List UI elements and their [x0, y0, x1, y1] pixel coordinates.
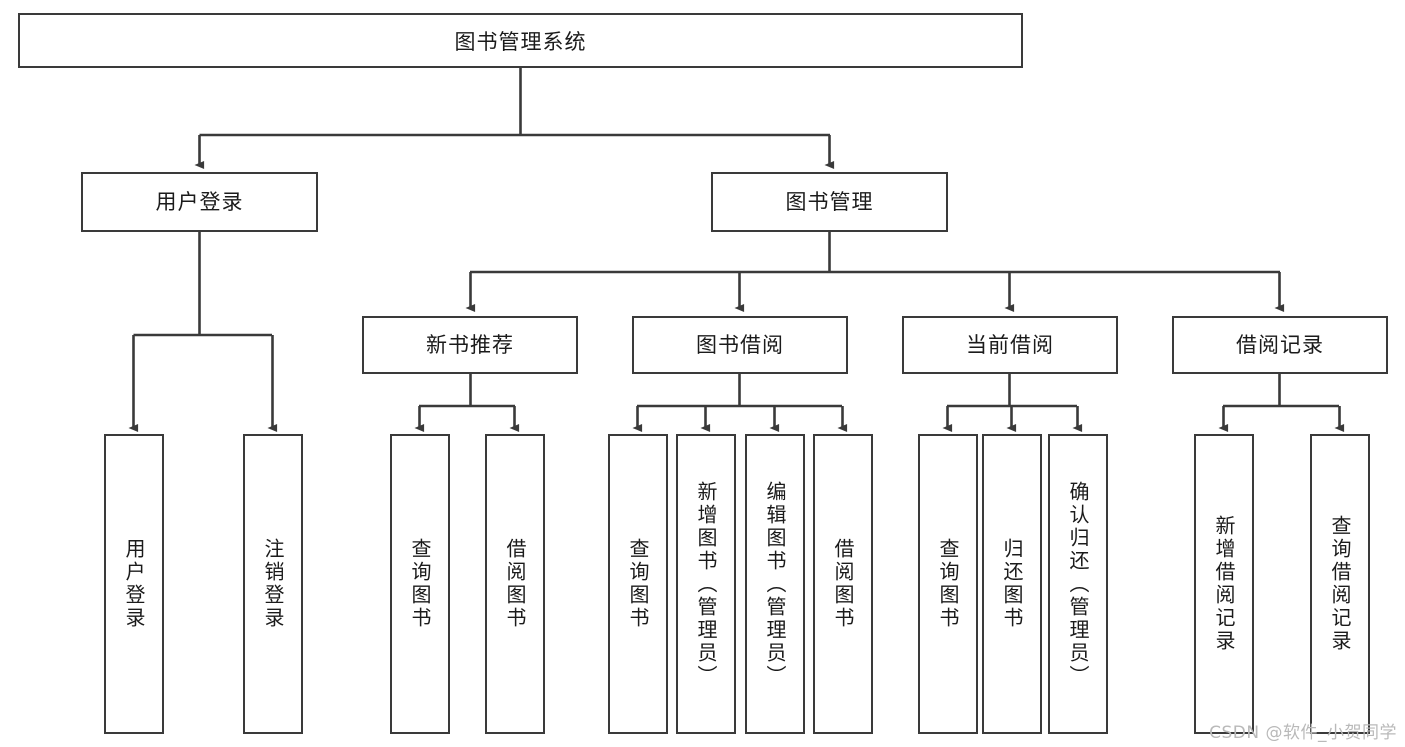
- node-label: 归还图书: [1000, 538, 1024, 630]
- node-user-login[interactable]: 用户登录: [81, 172, 318, 232]
- node-current-borrow[interactable]: 当前借阅: [902, 316, 1118, 374]
- node-label: 借阅图书: [831, 538, 855, 630]
- node-book-manage[interactable]: 图书管理: [711, 172, 948, 232]
- node-leaf-borrow-book-recommend[interactable]: 借阅图书: [485, 434, 545, 734]
- node-label: 图书借阅: [696, 332, 784, 357]
- node-leaf-return-book[interactable]: 归还图书: [982, 434, 1042, 734]
- node-leaf-query-book-recommend[interactable]: 查询图书: [390, 434, 450, 734]
- node-leaf-query-book-current[interactable]: 查询图书: [918, 434, 978, 734]
- node-label: 确认归还（管理员）: [1066, 480, 1090, 688]
- node-leaf-query-borrow-record[interactable]: 查询借阅记录: [1310, 434, 1370, 734]
- node-label: 查询借阅记录: [1328, 515, 1352, 653]
- node-book-borrow[interactable]: 图书借阅: [632, 316, 848, 374]
- node-leaf-edit-book-admin[interactable]: 编辑图书（管理员）: [745, 434, 805, 734]
- node-leaf-confirm-return-admin[interactable]: 确认归还（管理员）: [1048, 434, 1108, 734]
- node-root-system[interactable]: 图书管理系统: [18, 13, 1023, 68]
- node-label: 查询图书: [408, 538, 432, 630]
- node-label: 图书管理: [785, 189, 874, 214]
- node-label: 编辑图书（管理员）: [763, 480, 787, 688]
- watermark-text: CSDN @软件_小贺同学: [1209, 723, 1397, 743]
- node-label: 当前借阅: [966, 332, 1054, 357]
- node-label: 查询图书: [936, 538, 960, 630]
- node-label: 借阅图书: [503, 538, 527, 630]
- node-leaf-add-borrow-record[interactable]: 新增借阅记录: [1194, 434, 1254, 734]
- node-leaf-logout[interactable]: 注销登录: [243, 434, 303, 734]
- node-label: 注销登录: [261, 538, 285, 630]
- node-leaf-add-book-admin[interactable]: 新增图书（管理员）: [676, 434, 736, 734]
- node-label: 图书管理系统: [454, 29, 587, 54]
- node-new-book-recommend[interactable]: 新书推荐: [362, 316, 578, 374]
- node-label: 借阅记录: [1236, 332, 1324, 357]
- node-label: 新书推荐: [426, 332, 514, 357]
- node-leaf-query-book-borrow[interactable]: 查询图书: [608, 434, 668, 734]
- node-leaf-user-login[interactable]: 用户登录: [104, 434, 164, 734]
- node-label: 新增借阅记录: [1212, 515, 1236, 653]
- node-label: 查询图书: [626, 538, 650, 630]
- node-label: 用户登录: [122, 538, 146, 630]
- node-leaf-borrow-book[interactable]: 借阅图书: [813, 434, 873, 734]
- node-label: 用户登录: [155, 189, 244, 214]
- node-borrow-record[interactable]: 借阅记录: [1172, 316, 1388, 374]
- node-label: 新增图书（管理员）: [694, 480, 718, 688]
